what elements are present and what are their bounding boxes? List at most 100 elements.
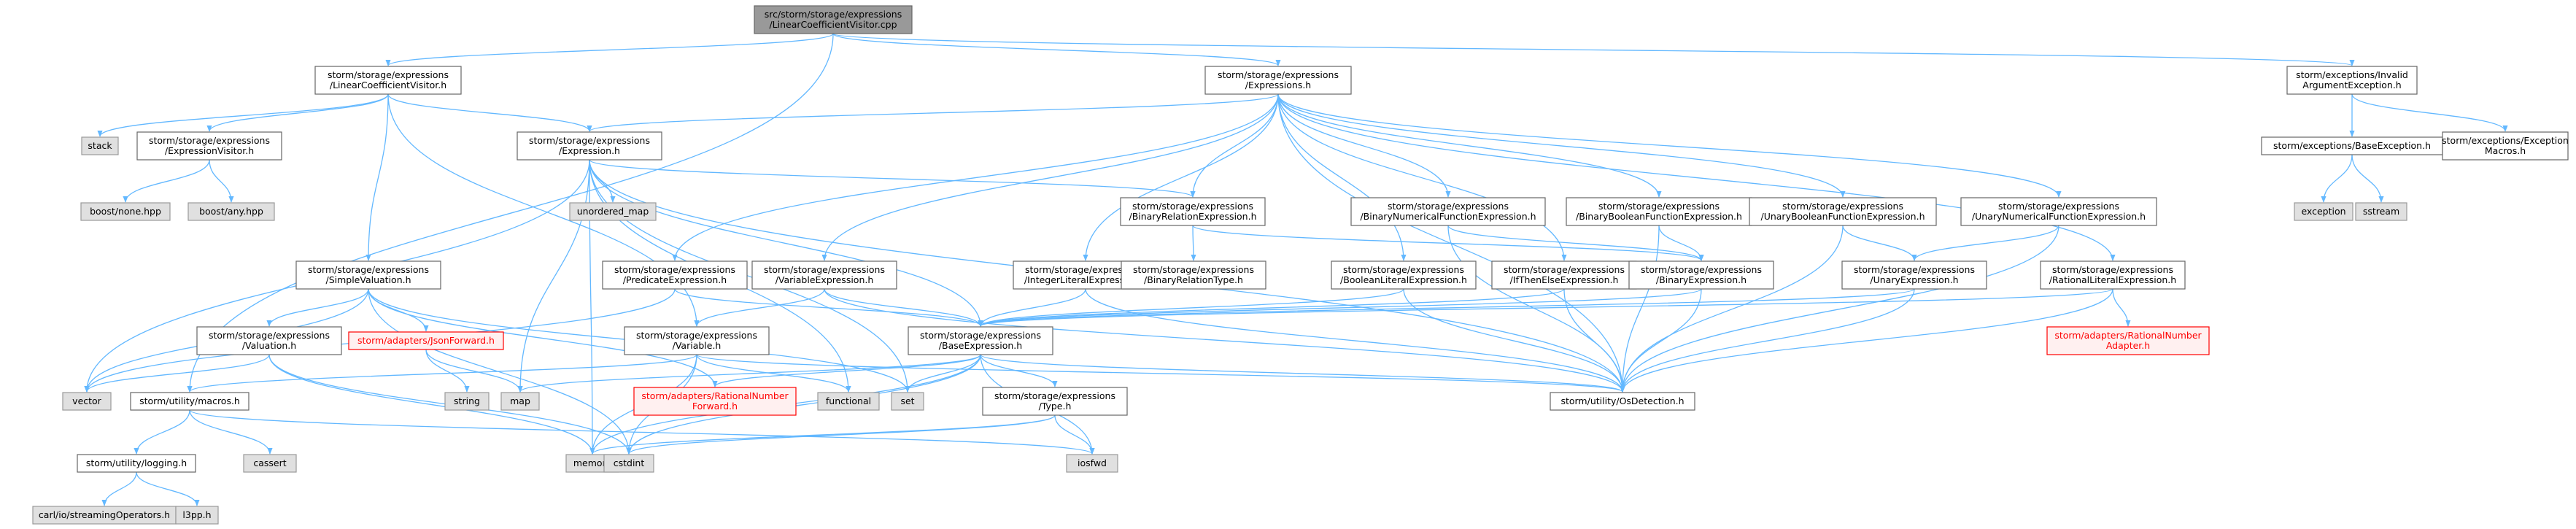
edge-ratlit-to-baseexpr — [978, 288, 2113, 327]
edge-macros-to-iosfwd — [189, 409, 1095, 455]
node-boollit[interactable]: storm/storage/expressions/BooleanLiteral… — [1331, 260, 1477, 290]
node-unbool[interactable]: storm/storage/expressions/UnaryBooleanFu… — [1749, 197, 1937, 226]
edge-variable-to-osdetect — [696, 354, 1625, 393]
edge-baseexpr-to-ratnumfwd — [712, 354, 981, 387]
node-unexpr[interactable]: storm/storage/expressions/UnaryExpressio… — [1841, 260, 1987, 290]
node-label-line: /LinearCoefficientVisitor.h — [330, 80, 446, 90]
node-label-line: storm/storage/expressions — [328, 69, 449, 80]
edge-lcv_h-to-expression_h — [387, 93, 592, 132]
edge-boollit-to-osdetect — [1403, 288, 1625, 393]
node-predicate[interactable]: storm/storage/expressions/PredicateExpre… — [602, 260, 748, 290]
node-label-line: /LinearCoefficientVisitor.cpp — [769, 19, 897, 30]
edge-exprs_h-to-varexpr — [821, 93, 1279, 261]
node-binrel[interactable]: storm/storage/expressions/BinaryRelation… — [1120, 197, 1266, 226]
node-vector: vector — [62, 392, 112, 411]
node-lcv_h[interactable]: storm/storage/expressions/LinearCoeffici… — [314, 66, 462, 95]
node-box — [1841, 260, 1987, 290]
edge-simpleval-to-jsonfwd — [368, 288, 429, 332]
edge-binbool-to-osdetect — [1620, 225, 1660, 393]
node-carl_stream: carl/io/streamingOperators.h — [32, 506, 177, 525]
edge-intlit-to-baseexpr — [978, 288, 1086, 327]
node-label-line: /RationalLiteralExpression.h — [2049, 274, 2176, 285]
node-binreltype[interactable]: storm/storage/expressions/BinaryRelation… — [1121, 260, 1266, 290]
node-ifthen[interactable]: storm/storage/expressions/IfThenElseExpr… — [1491, 260, 1637, 290]
edge-valuation-to-memory — [268, 354, 595, 455]
node-l3pp: l3pp.h — [175, 506, 219, 525]
node-label-line: storm/storage/expressions — [1998, 201, 2119, 212]
node-functional: functional — [817, 392, 880, 411]
node-box — [1550, 392, 1695, 411]
node-label-line: storm/storage/expressions — [1343, 264, 1464, 275]
node-expr_visitor[interactable]: storm/storage/expressions/ExpressionVisi… — [136, 131, 282, 161]
node-box — [1204, 66, 1352, 95]
node-root[interactable]: src/storm/storage/expressions/LinearCoef… — [754, 5, 913, 34]
edge-expression_h-to-map — [517, 159, 590, 393]
node-label-line: storm/storage/expressions — [1218, 69, 1339, 80]
node-label-line: map — [510, 395, 530, 406]
node-label-line: /BinaryExpression.h — [1656, 274, 1747, 285]
node-exprs_h[interactable]: storm/storage/expressions/Expressions.h — [1204, 66, 1352, 95]
node-label-line: storm/exceptions/Exception — [2442, 135, 2569, 146]
node-jsonfwd[interactable]: storm/adapters/JsonForward.h — [348, 331, 504, 350]
node-simpleval[interactable]: storm/storage/expressions/SimpleValuatio… — [295, 260, 441, 290]
node-label-line: storm/storage/expressions — [149, 135, 270, 146]
edge-exprs_h-to-binnum — [1277, 93, 1451, 198]
edge-unnum-to-unexpr — [1911, 225, 2059, 261]
node-label-line: storm/utility/logging.h — [86, 457, 187, 468]
node-variable[interactable]: storm/storage/expressions/Variable.h — [624, 326, 770, 355]
node-box — [569, 202, 657, 221]
node-baseexpr[interactable]: storm/storage/expressions/BaseExpression… — [908, 326, 1053, 355]
node-label-line: /BinaryRelationExpression.h — [1129, 211, 1256, 222]
node-label-line: carl/io/streamingOperators.h — [39, 509, 170, 520]
node-label-line: stack — [88, 140, 112, 151]
node-unordered_map: unordered_map — [569, 202, 657, 221]
edge-jsonfwd-to-map — [425, 349, 523, 393]
node-invalid_arg[interactable]: storm/exceptions/InvalidArgumentExceptio… — [2286, 66, 2418, 95]
node-box — [1566, 197, 1752, 226]
edge-exprs_h-to-intlit — [1083, 93, 1279, 261]
node-ratlit[interactable]: storm/storage/expressions/RationalLitera… — [2040, 260, 2186, 290]
node-set: set — [891, 392, 924, 411]
edge-jsonfwd-to-string — [425, 349, 470, 393]
node-label-line: sstream — [2363, 206, 2399, 217]
node-box — [500, 392, 540, 411]
edge-expression_h-to-baseexpr — [589, 159, 983, 327]
node-label-line: /BooleanLiteralExpression.h — [1340, 274, 1467, 285]
edge-exprs_h-to-binbool — [1277, 93, 1662, 198]
node-varexpr[interactable]: storm/storage/expressions/VariableExpres… — [751, 260, 897, 290]
edge-type_h-to-memory — [589, 414, 1056, 455]
edge-exprs_h-to-binrel — [1190, 93, 1279, 198]
node-type_h[interactable]: storm/storage/expressions/Type.h — [982, 387, 1128, 416]
node-unnum[interactable]: storm/storage/expressions/UnaryNumerical… — [1960, 197, 2157, 226]
node-label-line: /PredicateExpression.h — [623, 274, 727, 285]
node-label-line: /IfThenElseExpression.h — [1510, 274, 1619, 285]
node-label-line: iosfwd — [1078, 457, 1107, 468]
edge-intlit-to-osdetect — [1085, 288, 1625, 393]
node-base_exception[interactable]: storm/exceptions/BaseException.h — [2261, 136, 2443, 155]
edge-simpleval-to-ratnumfwd — [368, 288, 718, 387]
node-box — [2294, 202, 2353, 221]
node-binbool[interactable]: storm/storage/expressions/BinaryBooleanF… — [1566, 197, 1752, 226]
node-binnum[interactable]: storm/storage/expressions/BinaryNumerica… — [1350, 197, 1546, 226]
node-label-line: memory — [573, 457, 612, 468]
node-macros[interactable]: storm/utility/macros.h — [130, 392, 250, 411]
edge-valuation-to-vector — [84, 354, 270, 393]
node-box — [2355, 202, 2407, 221]
edge-macros-to-cassert — [189, 409, 273, 455]
edge-lcv_h-to-simpleval — [365, 93, 389, 261]
node-label-line: storm/storage/expressions — [764, 264, 885, 275]
node-osdetect[interactable]: storm/utility/OsDetection.h — [1550, 392, 1695, 411]
node-label-line: storm/storage/expressions — [1598, 201, 1720, 212]
edge-lcv_h-to-stack — [97, 93, 389, 137]
node-expression_h[interactable]: storm/storage/expressions/Expression.h — [517, 131, 662, 161]
node-valuation[interactable]: storm/storage/expressions/Valuation.h — [196, 326, 342, 355]
node-logging[interactable]: storm/utility/logging.h — [77, 454, 196, 473]
node-label-line: storm/adapters/RationalNumber — [2054, 330, 2202, 341]
node-binexpr[interactable]: storm/storage/expressions/BinaryExpressi… — [1628, 260, 1774, 290]
node-label-line: /BinaryRelationType.h — [1144, 274, 1243, 285]
node-label-line: /Valuation.h — [242, 340, 296, 351]
edge-lcv_h-to-expr_visitor — [206, 93, 389, 132]
